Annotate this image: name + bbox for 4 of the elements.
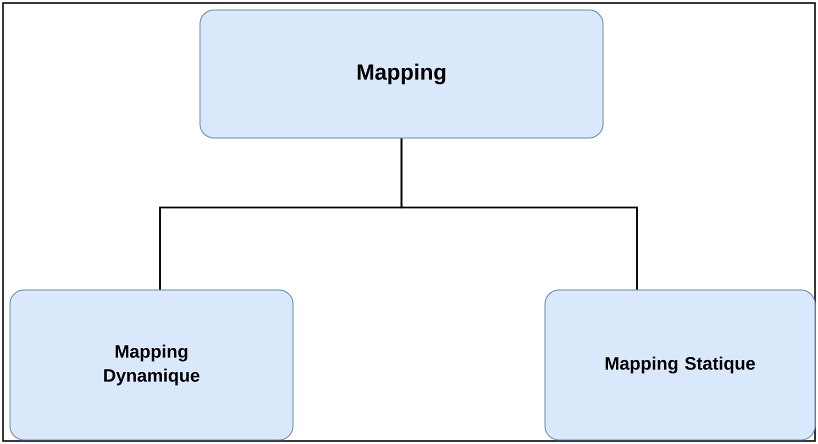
process-box: Mapping Dynamique bbox=[10, 290, 294, 440]
connector bbox=[400, 138, 638, 290]
process-box: Mapping Statique bbox=[544, 290, 816, 440]
process-box: Mapping bbox=[200, 10, 604, 138]
